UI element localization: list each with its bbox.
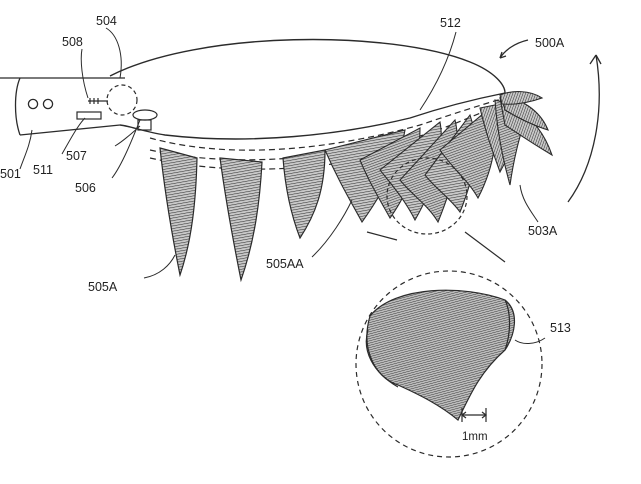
component-507 (137, 119, 152, 131)
component-506 (132, 109, 158, 121)
label-500A: 500A (535, 36, 565, 50)
label-scale: 1mm (462, 431, 488, 443)
label-512: 512 (440, 16, 461, 30)
fringe-505AA (324, 107, 496, 224)
label-503A: 503A (528, 224, 558, 238)
label-501: 501 (0, 167, 21, 181)
scale-bar (461, 408, 487, 422)
zoom-circle-large (355, 270, 543, 458)
tip-feathers-503A (479, 91, 554, 186)
needle-ticks (89, 98, 99, 104)
hole-2 (42, 98, 54, 110)
zoom-callout (355, 157, 543, 458)
components (76, 84, 158, 131)
component-511 (76, 111, 102, 120)
label-505AA: 505AA (266, 257, 304, 271)
label-513: 513 (550, 321, 571, 335)
hole-1 (27, 98, 39, 110)
label-505A: 505A (88, 280, 118, 294)
zoom-circle-small (386, 157, 468, 235)
label-504: 504 (96, 14, 117, 28)
rotation-arrows (499, 39, 602, 203)
component-504-circle (106, 84, 138, 116)
leader-lines (19, 27, 546, 344)
label-508: 508 (62, 35, 83, 49)
arm-501 (0, 77, 125, 136)
label-507: 507 (66, 149, 87, 163)
leaf-detail-513 (365, 289, 515, 421)
label-506: 506 (75, 181, 96, 195)
label-511: 511 (33, 163, 53, 177)
blades-505A (159, 147, 326, 283)
wing-body (109, 38, 506, 140)
